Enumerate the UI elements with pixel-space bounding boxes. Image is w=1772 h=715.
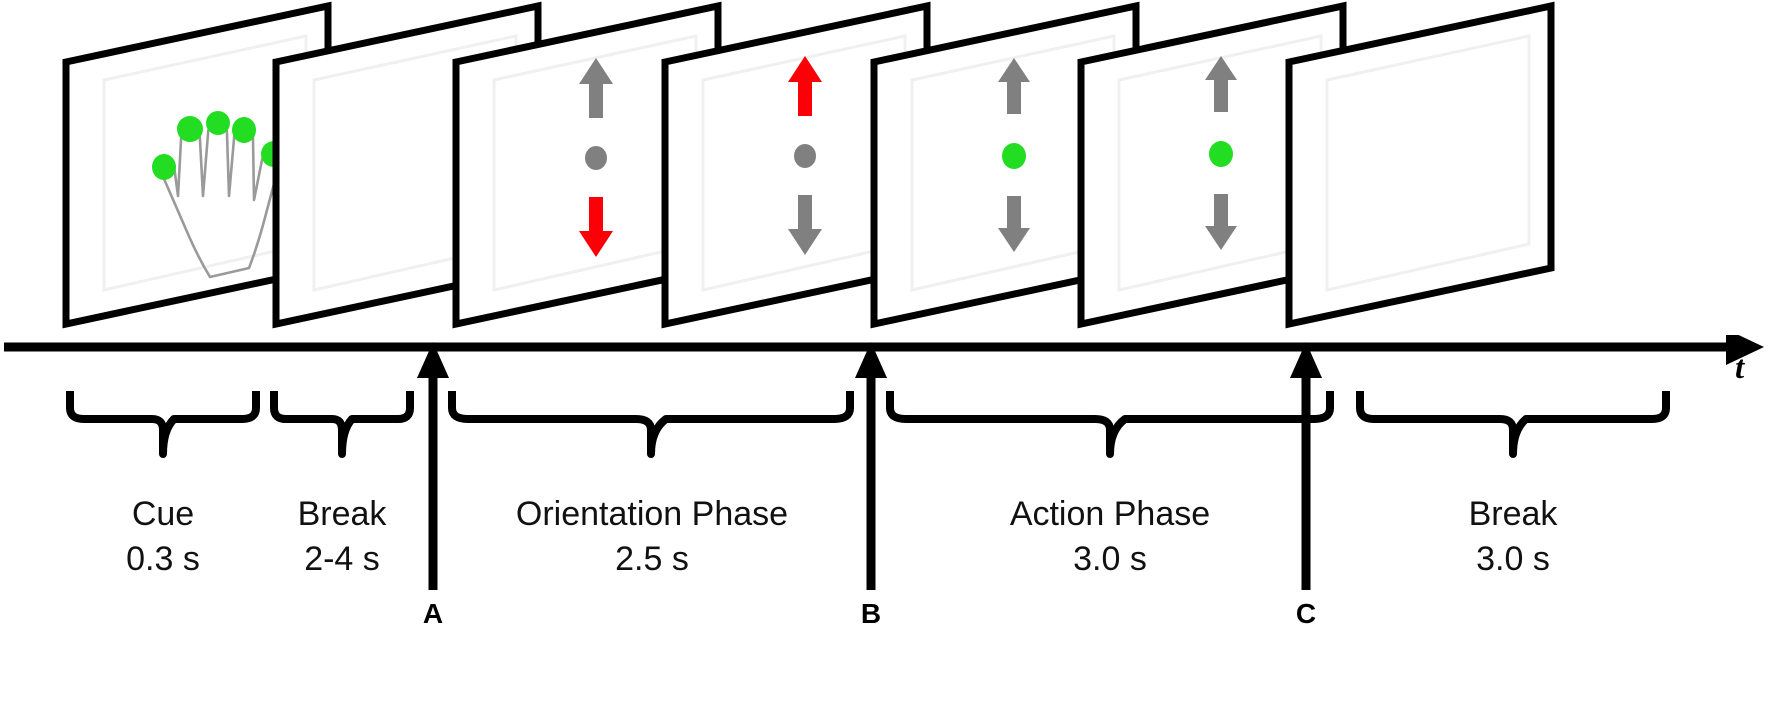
fingertip-dot	[232, 117, 256, 143]
arrow-down-icon	[788, 195, 822, 255]
phase-label-break-2: Break 3.0 s	[1354, 492, 1672, 582]
center-dot-icon	[794, 144, 816, 168]
phase-label-cue: Cue 0.3 s	[63, 492, 263, 582]
brace-cue	[64, 386, 262, 458]
center-dot-icon	[1002, 143, 1026, 169]
marker-label-a: A	[422, 598, 444, 629]
fingertip-dot	[177, 116, 203, 142]
fingertip-dot	[152, 154, 176, 180]
arrow-down-icon	[998, 196, 1030, 252]
phase-label-action: Action Phase 3.0 s	[884, 492, 1336, 582]
panel-break-2	[1281, 0, 1555, 330]
fingertip-dot	[206, 111, 230, 135]
phase-duration: 3.0 s	[1073, 539, 1147, 578]
phase-label-break-1: Break 2-4 s	[266, 492, 418, 582]
marker-arrow-a	[413, 340, 453, 590]
arrow-up-icon	[998, 58, 1030, 114]
marker-arrow-b	[851, 340, 891, 590]
axis-label-t: t	[1735, 350, 1745, 386]
phase-duration: 3.0 s	[1476, 539, 1550, 578]
phase-label-orientation: Orientation Phase 2.5 s	[446, 492, 858, 582]
arrow-up-icon	[1205, 56, 1237, 112]
center-dot-icon	[1209, 141, 1233, 167]
phase-duration: 2.5 s	[615, 539, 689, 578]
center-dot-icon	[585, 146, 607, 170]
marker-label-c: C	[1295, 598, 1317, 629]
brace-orientation	[446, 386, 856, 458]
phase-name: Break	[297, 495, 387, 533]
brace-break-2	[1354, 386, 1672, 458]
marker-label-b: B	[860, 598, 882, 629]
phase-name: Action Phase	[1009, 495, 1211, 533]
marker-arrow-c	[1286, 340, 1326, 590]
phase-duration: 0.3 s	[126, 539, 200, 578]
arrow-down-icon	[1205, 194, 1237, 250]
hand-outline-icon	[158, 119, 282, 279]
phase-name: Orientation Phase	[515, 495, 789, 533]
brace-action	[884, 386, 1336, 458]
arrow-up-icon	[788, 56, 822, 116]
arrow-up-icon	[579, 58, 613, 118]
panel-orient-1	[448, 0, 722, 330]
arrow-down-icon	[579, 197, 613, 257]
brace-break-1	[268, 386, 416, 458]
phase-name: Break	[1468, 495, 1558, 533]
phase-duration: 2-4 s	[304, 539, 380, 578]
phase-name: Cue	[131, 495, 195, 533]
